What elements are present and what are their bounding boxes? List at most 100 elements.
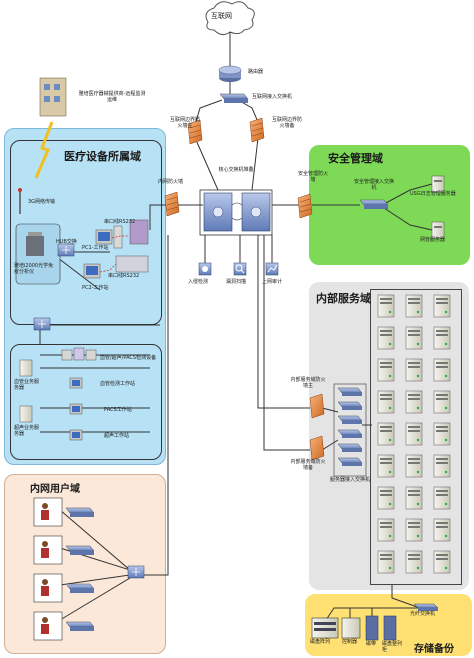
server-icon — [405, 294, 423, 318]
server-icon — [405, 518, 423, 542]
analyzer-icon — [15, 223, 61, 285]
fc-switch-icon — [413, 603, 439, 611]
user-workstation-icon — [33, 535, 95, 565]
usg-server-label: USG日志管理服务器 — [410, 191, 456, 197]
network-links — [29, 32, 433, 621]
switch-unit-icon — [337, 443, 363, 452]
user-workstation-icon — [33, 573, 95, 603]
core-switch-stack-icon — [199, 189, 273, 236]
security-switch-label: 安全管理接入交换机 — [354, 179, 395, 191]
pc2-label: PC2-工作站 — [82, 285, 109, 291]
lab-switch-icon — [33, 317, 51, 331]
internal-domain-title: 内部服务域 — [316, 292, 371, 305]
server-icon — [433, 422, 451, 446]
hub-switch-icon — [57, 243, 75, 257]
blood-server-icon — [19, 359, 33, 377]
lab-devices-icon — [61, 347, 97, 361]
lab-devices-label: 血管/超声/PACS检测设备 — [100, 355, 157, 361]
user-switch-icon — [127, 565, 145, 579]
vulnerability-scan-icon — [233, 262, 247, 276]
server-rack-box — [370, 289, 462, 585]
server-icon — [377, 326, 395, 350]
intranet-firewall-icon — [164, 191, 180, 217]
server-icon — [377, 422, 395, 446]
blood-station-label: 血管检测工作站 — [100, 381, 136, 387]
server-icon — [405, 326, 423, 350]
tape-icon — [365, 615, 379, 641]
pc1-workstation-icon — [95, 225, 123, 249]
server-icon — [433, 454, 451, 478]
server-icon — [377, 550, 395, 574]
server-icon — [433, 390, 451, 414]
controller-icon — [341, 617, 361, 639]
firewall-master-icon — [187, 119, 203, 145]
server-icon — [405, 486, 423, 510]
3g-label: 3G网络传输 — [28, 199, 56, 205]
fc-switch-label: 光纤交换机 — [410, 611, 436, 617]
serial1-label: 串口线RS232 — [104, 219, 136, 225]
server-grid — [377, 294, 451, 574]
internet-cloud-icon — [205, 1, 255, 36]
ultra-server-icon — [19, 405, 33, 423]
switch-unit-icon — [337, 387, 363, 396]
disk-extension-icon — [383, 615, 397, 641]
router-icon — [218, 65, 242, 82]
server-icon — [377, 294, 395, 318]
intrusion-detection-icon — [198, 262, 212, 276]
switch-unit-icon — [337, 457, 363, 466]
pc2-workstation-icon — [83, 263, 101, 279]
internet-label: 互联网 — [211, 12, 232, 20]
ultra-station-icon — [69, 429, 83, 441]
server-icon — [405, 550, 423, 574]
serial2-label: 串口线RS232 — [108, 273, 140, 279]
nms-server-icon — [431, 221, 445, 239]
pacs-station-label: PACS工作站 — [104, 407, 132, 413]
security-firewall-icon — [297, 193, 313, 219]
tape-label: 磁带 — [366, 641, 377, 647]
disk-array-label: 磁盘阵列 — [310, 639, 331, 645]
ultra-server-label: 超声业务服务器 — [14, 425, 40, 437]
user-workstation-icon — [33, 611, 95, 641]
server-icon — [377, 358, 395, 382]
server-icon — [377, 486, 395, 510]
firewall-backup-icon — [249, 117, 265, 143]
server-switch-label: 服务器接入交换机 — [329, 477, 370, 483]
server-access-switch-icon — [333, 383, 367, 477]
ultra-station-label: 超声工作站 — [104, 433, 130, 439]
server-icon — [433, 358, 451, 382]
switch-unit-icon — [337, 401, 363, 410]
blood-server-label: 血管业务服务器 — [14, 379, 40, 391]
audit-icon — [265, 262, 279, 276]
server-icon — [433, 486, 451, 510]
server-icon — [377, 390, 395, 414]
server-icon — [377, 518, 395, 542]
core-switch-label: 核心交换机堆叠 — [218, 167, 254, 173]
server-icon — [433, 518, 451, 542]
internet-switch-icon — [219, 93, 249, 103]
internal-firewall-backup-icon — [309, 435, 325, 461]
hub-label: HUB交换 — [56, 239, 77, 245]
vuln-scan-label: 漏洞扫描 — [226, 279, 247, 285]
internal-fw1-label: 内部服务域防火墙主 — [290, 377, 326, 389]
server-icon — [377, 454, 395, 478]
security-firewall-label: 安全管理防火墙 — [298, 171, 329, 183]
extension-label: 磁盘整列柜 — [382, 641, 403, 653]
intranet-firewall-label: 内网防火墙 — [158, 179, 184, 185]
blood-station-icon — [69, 377, 83, 389]
audit-label: 上网审计 — [262, 279, 283, 285]
internal-fw2-label: 内部服务域防火墙备 — [290, 459, 326, 471]
internet-switch-label: 互联网接入交换机 — [252, 94, 293, 100]
maintenance-label: 雅培医疗器械提供商-远程监测运维 — [78, 91, 146, 103]
security-access-switch-icon — [359, 199, 389, 209]
wireless-3g-icon — [34, 121, 54, 179]
server-icon — [405, 358, 423, 382]
lab-inner-box — [10, 344, 162, 460]
analyzer-label: 雅培i2000光学免疫分析仪 — [14, 263, 54, 275]
server-icon — [405, 390, 423, 414]
user-stations — [33, 497, 95, 641]
maintenance-building-icon — [39, 77, 67, 117]
firewall-master-label: 互联网边界防火墙主 — [169, 117, 200, 129]
server-icon — [433, 326, 451, 350]
storage-title: 存储备份 — [414, 644, 454, 655]
firewall-backup-label: 互联网边界防火墙备 — [271, 117, 302, 129]
